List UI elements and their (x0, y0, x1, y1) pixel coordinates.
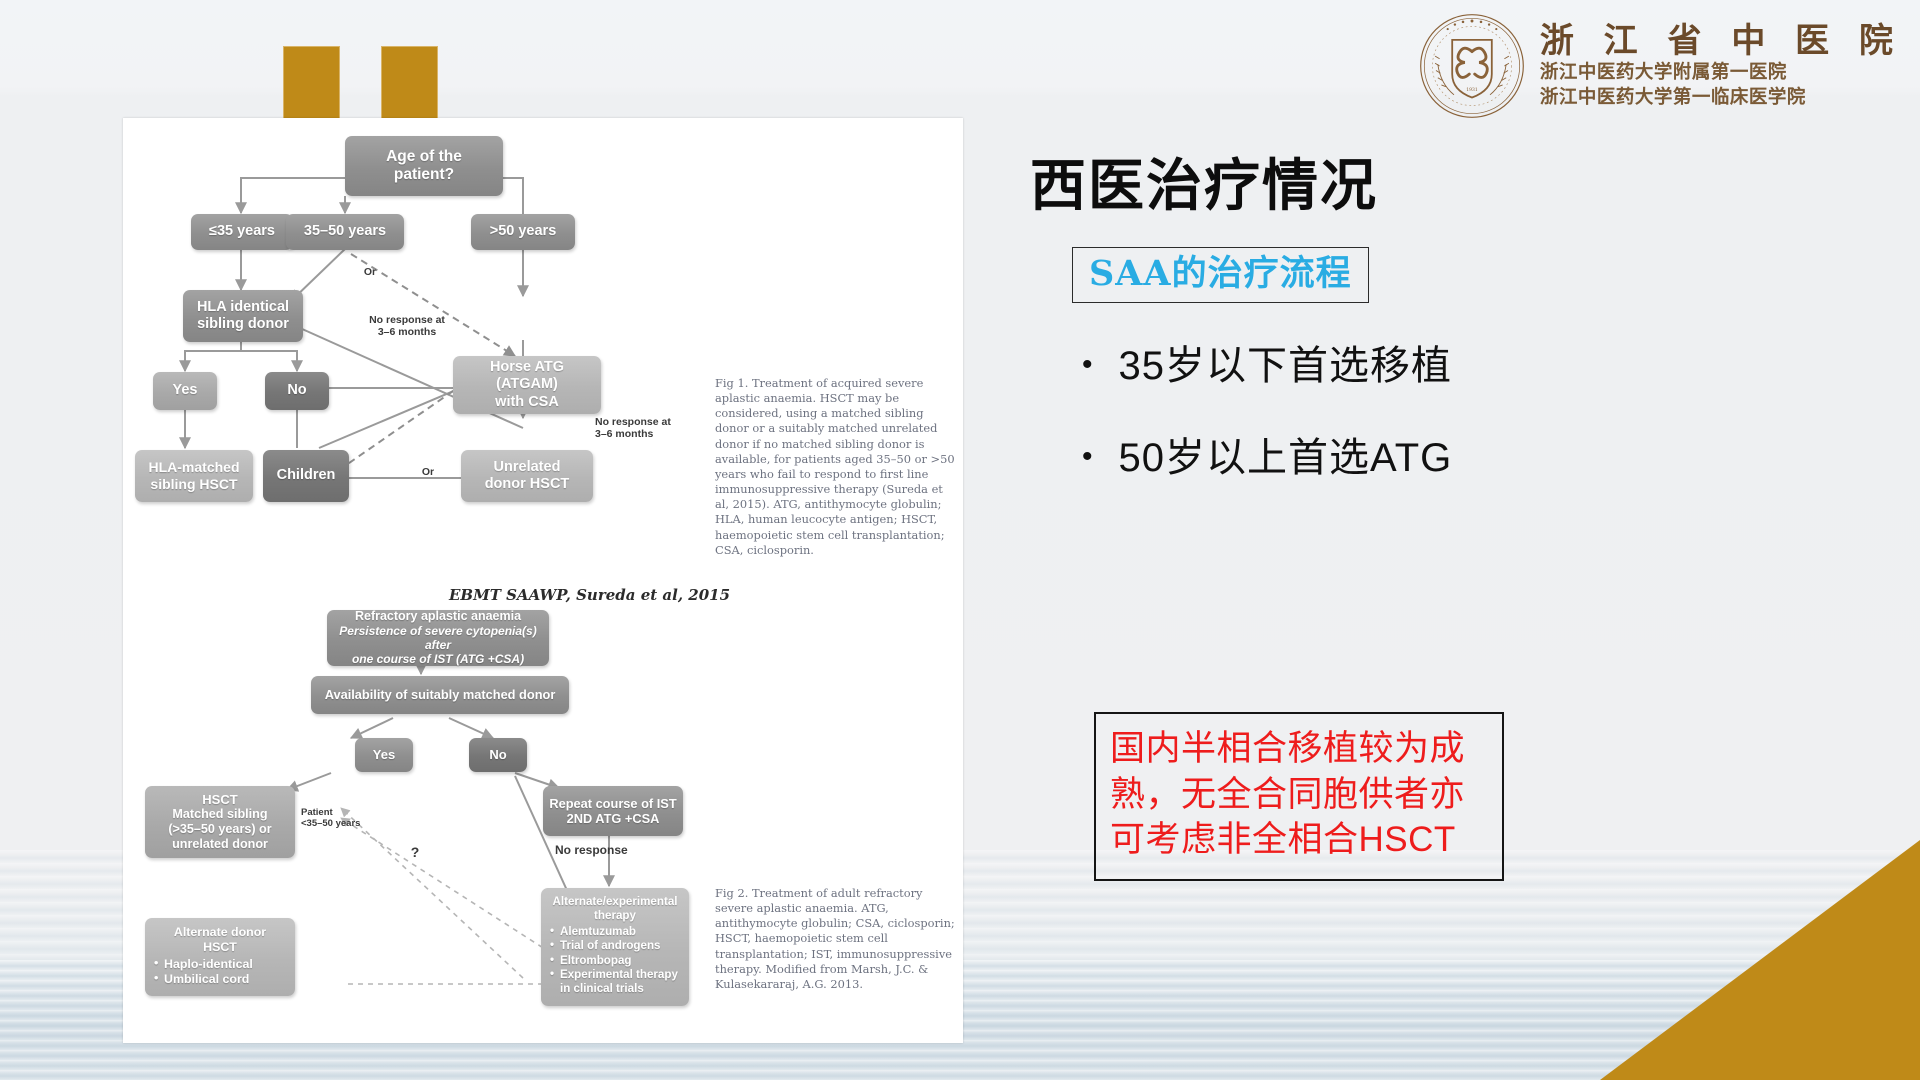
gold-accent-rect-1 (283, 46, 340, 126)
alt-exp-title: Alternate/experimental therapy (552, 895, 678, 922)
figure-source-credit: EBMT SAAWP, Sureda et al, 2015 (449, 586, 731, 604)
edge-label-no-response-1: No response at 3–6 months (369, 314, 445, 339)
fig2-caption: Fig 2. Treatment of adult refractory sev… (715, 886, 955, 991)
flow-node-hsct-body: Matched sibling (>35–50 years) or unrela… (168, 807, 272, 852)
hospital-seal-icon: 1931 (1419, 14, 1524, 118)
flow-node-refractory-aplastic-anaemia: Refractory aplastic anaemia Persistence … (327, 609, 549, 667)
flow-node-fig2-no: No (469, 738, 527, 772)
bullet-dot-icon: • (1082, 348, 1093, 382)
flow-node-le35: ≤35 years (191, 214, 293, 250)
flow-node-alternate-experimental-therapy: Alternate/experimental therapy Alemtuzum… (541, 888, 689, 1006)
flow-node-repeat-course-ist: Repeat course of IST 2ND ATG +CSA (543, 786, 683, 836)
flow-node-children: Children (263, 450, 349, 502)
hospital-logo: 1931 浙 江 省 中 医 院 浙江中医药大学附属第一医院 浙江中医药大学第一… (1418, 12, 1902, 120)
flow-node-hla-identical-sibling-donor: HLA identical sibling donor (183, 290, 303, 342)
flow-node-refractory-sub: Persistence of severe cytopenia(s) after… (339, 624, 537, 667)
list-item: • 35岁以下首选移植 (1082, 343, 1870, 389)
flow-node-unrelated-donor-hsct: Unrelated donor HSCT (461, 450, 593, 502)
flow-node-hsct-matched-sibling: HSCT Matched sibling (>35–50 years) or u… (145, 786, 295, 858)
content-column: 西医治疗情况 SAA的治疗流程 • 35岁以下首选移植 • 50岁以上首选ATG (1030, 155, 1870, 527)
alt-donor-items: Haplo-identical Umbilical cord (154, 956, 286, 987)
figure-panel: Age of the patient? ≤35 years 35–50 year… (123, 118, 963, 1043)
flow-node-refractory-title: Refractory aplastic anaemia (354, 609, 522, 624)
list-item: Trial of androgens (550, 938, 680, 953)
alt-donor-title: Alternate donor HSCT (173, 925, 267, 954)
list-item: Umbilical cord (154, 971, 286, 987)
flow-node-gt50: >50 years (471, 214, 575, 250)
list-item: • 50岁以上首选ATG (1082, 435, 1870, 481)
subtitle-box: SAA的治疗流程 (1072, 246, 1369, 304)
bullet-list: • 35岁以下首选移植 • 50岁以上首选ATG (1082, 343, 1870, 481)
flow-node-availability-matched-donor: Availability of suitably matched donor (311, 676, 569, 714)
logo-subtitle-2: 浙江中医药大学第一临床医学院 (1539, 86, 1806, 108)
edge-label-patient-age: Patient <35–50 years (301, 807, 361, 829)
list-item: Eltrombopag (550, 953, 680, 968)
flow-node-no: No (265, 372, 329, 410)
list-item: Experimental therapy in clinical trials (550, 967, 680, 996)
red-note-text: 国内半相合移植较为成熟，无全合同胞供者亦可考虑非全相合HSCT (1110, 729, 1466, 859)
list-item: Alemtuzumab (550, 924, 680, 939)
flow-node-35-50: 35–50 years (286, 214, 404, 250)
gold-corner-triangle (1600, 840, 1920, 1080)
red-note-box: 国内半相合移植较为成熟，无全合同胞供者亦可考虑非全相合HSCT (1094, 712, 1504, 881)
edge-label-question: ? (410, 844, 420, 860)
fig1-caption: Fig 1. Treatment of acquired severe apla… (715, 376, 955, 557)
edge-label-no-response-fig2: No response (555, 843, 628, 857)
bullet-label: 35岁以下首选移植 (1118, 344, 1453, 389)
logo-subtitle-1: 浙江中医药大学附属第一医院 (1539, 61, 1787, 83)
flow-node-hsct-title: HSCT (202, 792, 238, 808)
flow-node-yes: Yes (153, 372, 217, 410)
flow-node-age: Age of the patient? (345, 136, 503, 196)
bullet-label: 50岁以上首选ATG (1118, 436, 1453, 481)
subtitle-text: SAA的治疗流程 (1089, 252, 1352, 294)
flow-node-hla-matched-sibling-hsct: HLA-matched sibling HSCT (135, 450, 253, 502)
edge-label-or-2: Or (421, 466, 435, 478)
flow-node-alternate-donor-hsct: Alternate donor HSCT Haplo-identical Umb… (145, 918, 295, 996)
gold-accent-rect-2 (381, 46, 438, 126)
svg-text:1931: 1931 (1466, 87, 1478, 93)
logo-title-cn: 浙 江 省 中 医 院 (1539, 20, 1902, 61)
bullet-dot-icon: • (1082, 440, 1093, 474)
page-title: 西医治疗情况 (1030, 154, 1378, 217)
edge-label-or-1: Or (363, 266, 377, 278)
flow-node-fig2-yes: Yes (355, 738, 413, 772)
alt-exp-items: Alemtuzumab Trial of androgens Eltrombop… (550, 924, 680, 996)
list-item: Haplo-identical (154, 956, 286, 972)
flow-node-horse-atg: Horse ATG (ATGAM) with CSA (453, 356, 601, 414)
edge-label-no-response-2: No response at 3–6 months (595, 416, 671, 441)
